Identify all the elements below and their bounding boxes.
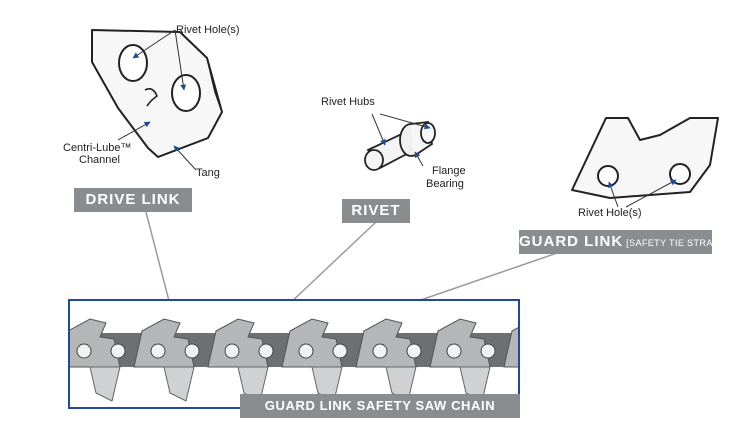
chain-rivet (298, 343, 314, 359)
guard-link-leader-lines (608, 179, 677, 208)
chain-cutter-tooth (70, 318, 121, 368)
chain-rivet (372, 343, 388, 359)
saw-chain-image (68, 299, 520, 409)
rivet-leader-lines (371, 113, 431, 167)
chain-cutter-tooth (355, 318, 417, 368)
drive-link-label: DRIVE LINK (74, 188, 192, 212)
guard-link-title: GUARD LINK (519, 233, 624, 250)
drive-link-leader-lines (117, 29, 197, 171)
chain-rivet (110, 343, 126, 359)
chain-rivet (332, 343, 348, 359)
saw-chain-caption: GUARD LINK SAFETY SAW CHAIN (240, 394, 520, 418)
guard-link-label: GUARD LINK[SAFETY TIE STRAP] (519, 230, 722, 254)
tang-callout: Tang (196, 167, 220, 179)
chain-cutter-tooth (503, 327, 518, 368)
saw-chain-drawing (70, 318, 518, 402)
chain-cutter-tooth (281, 318, 343, 368)
chain-rivet (224, 343, 240, 359)
chain-cutter-tooth (133, 318, 195, 368)
rivet-label: RIVET (342, 199, 410, 223)
centri-lube-callout-line1: Centri-Lube™ (63, 142, 132, 154)
chain-rivet (258, 343, 274, 359)
chain-drive-tang (89, 366, 121, 402)
centri-lube-callout-line2: Channel (79, 154, 120, 166)
chain-rivet (406, 343, 422, 359)
chain-rivet (480, 343, 496, 359)
chain-rivet (184, 343, 200, 359)
chain-rivet (446, 343, 462, 359)
guard-link-rivet-holes-callout: Rivet Hole(s) (578, 207, 642, 219)
chain-cutter-tooth (207, 318, 269, 368)
rivet-part (364, 121, 436, 171)
flange-bearing-callout-line2: Bearing (426, 178, 464, 190)
chain-rivet (150, 343, 166, 359)
chain-cutter-tooth (429, 318, 491, 368)
drive-link-part (91, 29, 223, 158)
guard-link-part (571, 117, 719, 199)
chain-rivet (76, 343, 92, 359)
rivet-hubs-callout: Rivet Hubs (321, 96, 375, 108)
flange-bearing-callout-line1: Flange (432, 165, 466, 177)
drive-link-rivet-holes-callout: Rivet Hole(s) (176, 24, 240, 36)
chain-drive-tang (163, 366, 195, 402)
guard-link-subtitle: [SAFETY TIE STRAP] (626, 238, 723, 248)
